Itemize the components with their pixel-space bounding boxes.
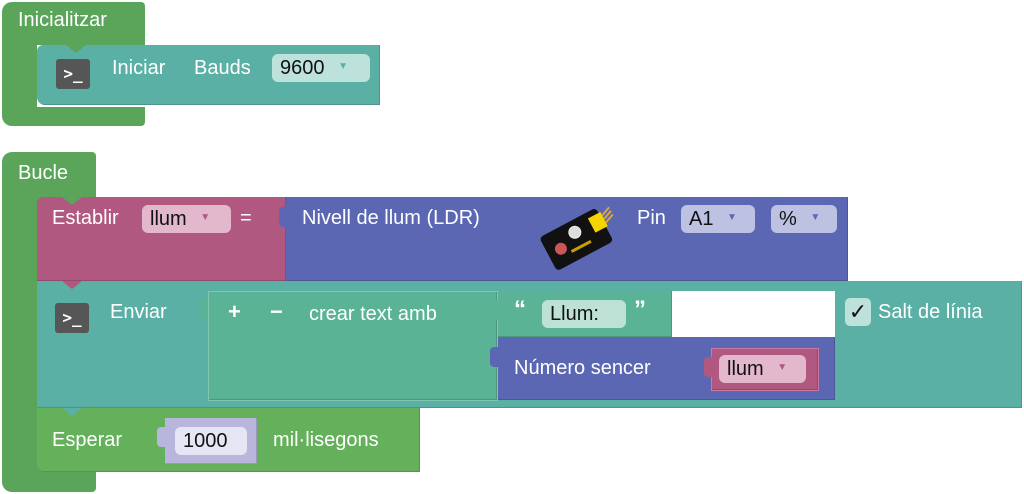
variable-dropdown[interactable]: llum ▼: [142, 205, 231, 233]
serial-print-label: Enviar: [110, 301, 167, 323]
wait-input-tab: [157, 427, 165, 447]
ldr-sensor-label: Nivell de llum (LDR): [302, 207, 480, 229]
set-variable-notch: [62, 197, 82, 205]
variable-getter-name: llum: [727, 358, 764, 380]
equals-sign: =: [240, 207, 252, 229]
terminal-icon: >_: [56, 59, 90, 89]
setup-title: Inicialitzar: [18, 9, 107, 31]
variable-getter-tab: [704, 357, 712, 377]
variable-name: llum: [150, 208, 187, 230]
unit-value: %: [779, 208, 797, 230]
pin-value: A1: [689, 208, 714, 230]
wait-notch: [62, 408, 82, 416]
set-variable-label: Establir: [52, 207, 119, 229]
close-quote-icon: ”: [634, 296, 646, 323]
create-text-label: crear text amb: [309, 303, 437, 325]
ldr-input-tab: [279, 207, 287, 227]
serial-print-notch: [62, 281, 82, 289]
chevron-down-icon: ▼: [810, 211, 821, 223]
serial-begin-label: Iniciar: [112, 57, 166, 79]
baud-rate-value: 9600: [280, 57, 325, 79]
create-text-block[interactable]: [208, 291, 498, 401]
integer-label: Número sencer: [514, 357, 651, 379]
bauds-label: Bauds: [194, 57, 251, 79]
create-text-input-tab: [200, 300, 208, 320]
text-value-field[interactable]: Llum:: [542, 300, 626, 328]
remove-item-button[interactable]: −: [270, 299, 283, 324]
chevron-down-icon: ▼: [777, 361, 788, 373]
chevron-down-icon: ▼: [727, 211, 737, 223]
wait-value-field[interactable]: 1000: [175, 427, 247, 455]
newline-checkbox[interactable]: ✓: [845, 298, 871, 326]
serial-begin-notch: [66, 45, 86, 53]
pin-dropdown[interactable]: A1 ▼: [681, 205, 755, 233]
wait-label: Esperar: [52, 429, 123, 451]
check-icon: ✓: [848, 299, 868, 324]
pin-label: Pin: [637, 207, 666, 229]
chevron-down-icon: ▼: [338, 60, 348, 72]
baud-rate-dropdown[interactable]: 9600 ▼: [272, 54, 370, 82]
terminal-icon: >_: [55, 303, 89, 333]
variable-getter-dropdown[interactable]: llum ▼: [719, 355, 806, 383]
open-quote-icon: “: [514, 296, 526, 323]
newline-label: Salt de línia: [878, 301, 983, 323]
wait-unit-label: mil·lisegons: [273, 429, 379, 451]
text-input-tab: [490, 300, 498, 320]
ldr-sensor-image: [540, 206, 614, 270]
unit-dropdown[interactable]: % ▼: [771, 205, 837, 233]
loop-title: Bucle: [18, 162, 69, 184]
add-item-button[interactable]: +: [228, 299, 241, 324]
chevron-down-icon: ▼: [200, 211, 211, 223]
text-slot-empty: [672, 291, 835, 337]
integer-input-tab: [490, 347, 498, 367]
